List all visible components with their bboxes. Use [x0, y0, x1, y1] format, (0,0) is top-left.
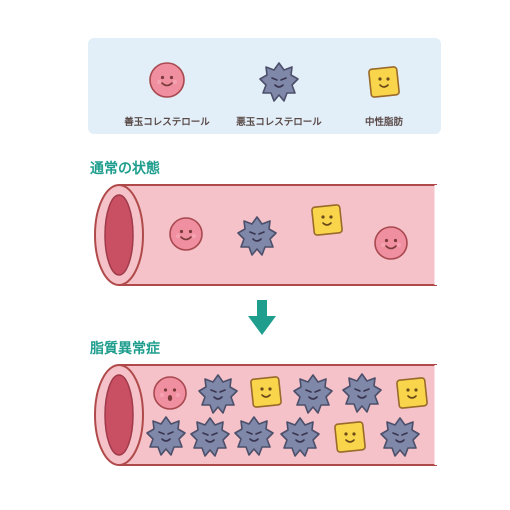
legend-triglyceride-icon [367, 65, 401, 99]
triglyceride-particle [333, 420, 367, 454]
good-cholesterol-particle [153, 376, 187, 410]
blood-vessel-normal [94, 184, 438, 286]
triglyceride-particle [310, 203, 344, 237]
section-title-dyslipidemia: 脂質異常症 [90, 341, 160, 357]
good-cholesterol-particle [170, 218, 202, 250]
triglyceride-particle [249, 375, 283, 409]
legend-bad-cholesterol-icon [260, 63, 298, 101]
legend-bad-cholesterol-label: 悪玉コレステロール [236, 117, 322, 128]
legend-good-cholesterol-label: 善玉コレステロール [124, 117, 210, 128]
legend-good-cholesterol-icon [149, 62, 185, 98]
down-arrow-icon [248, 300, 276, 335]
good-cholesterol-particle [375, 227, 407, 259]
triglyceride-particle [395, 376, 429, 410]
section-title-normal: 通常の状態 [90, 161, 160, 177]
legend-triglyceride-label: 中性脂肪 [364, 117, 404, 128]
